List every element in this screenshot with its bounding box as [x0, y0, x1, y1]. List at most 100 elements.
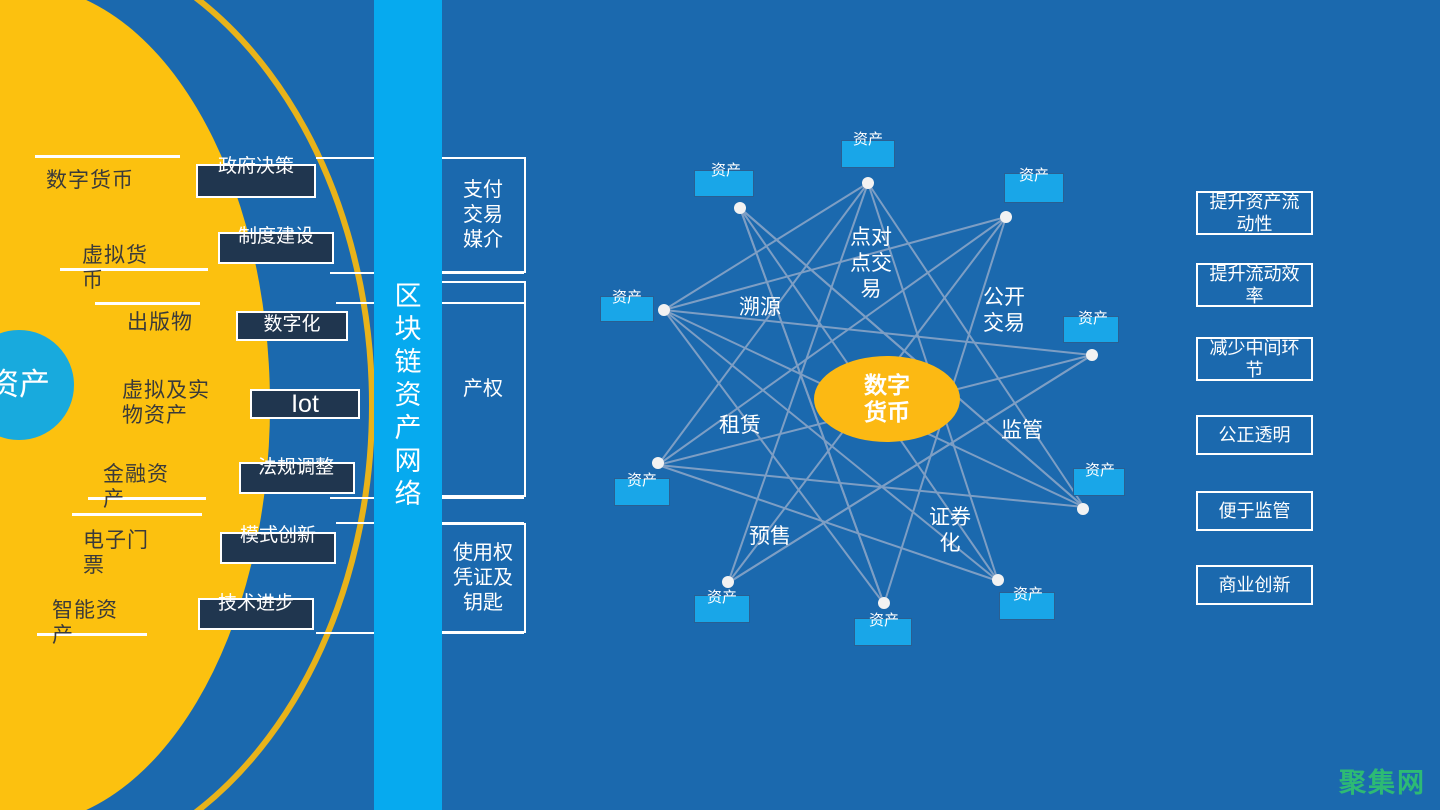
asset-rule-6: [37, 633, 147, 636]
asset-node-box-5[interactable]: [614, 478, 670, 506]
network-dot-4: [1086, 349, 1098, 361]
function-label-2: 使用权凭证及钥匙: [453, 541, 513, 614]
benefit-box-5[interactable]: 商业创新: [1196, 565, 1313, 605]
asset-node-box-6[interactable]: [1073, 468, 1125, 496]
benefit-box-3[interactable]: 公正透明: [1196, 415, 1313, 455]
driver-label-2: 数字化: [263, 314, 321, 335]
connector-mid-right-a: [442, 272, 524, 274]
driver-box-2[interactable]: [236, 311, 348, 341]
asset-node-label-7: 资产: [706, 589, 737, 606]
asset-node-label-6: 资产: [1084, 462, 1115, 479]
function-box-2[interactable]: 使用权凭证及钥匙: [442, 523, 526, 633]
network-dot-9: [992, 574, 1004, 586]
network-edges: [657, 182, 1093, 605]
connector-mid-left-c: [330, 497, 374, 499]
benefit-box-4[interactable]: 便于监管: [1196, 491, 1313, 531]
asset-node-box-2[interactable]: [1004, 173, 1064, 203]
driver-box-5[interactable]: [220, 532, 336, 564]
asset-label-5: 电子门票: [83, 529, 149, 577]
asset-circle: 资产: [0, 330, 74, 440]
driver-label-6: 技术进步: [218, 593, 295, 614]
asset-node-label-4: 资产: [1077, 310, 1108, 327]
asset-label-2: 出版物: [127, 311, 193, 334]
benefit-label-4: 便于监管: [1218, 501, 1291, 521]
asset-label-0: 数字货币: [46, 169, 134, 192]
network-dot-3: [658, 304, 670, 316]
driver-label-1: 制度建设: [238, 226, 315, 247]
connector-bottom-right: [442, 632, 524, 634]
network-edge-label-5: 预售: [749, 525, 791, 548]
asset-circle-label: 资产: [0, 367, 50, 402]
network-edge-label-4: 监管: [1001, 419, 1043, 442]
asset-node-label-0: 资产: [852, 131, 883, 148]
network-edge-label-1: 溯源: [739, 296, 781, 319]
network-dot-1: [734, 202, 746, 214]
connector-mid-right-b: [442, 302, 524, 304]
asset-rule-5: [72, 513, 202, 516]
network-dot-6: [1077, 503, 1089, 515]
asset-node-label-3: 资产: [611, 289, 642, 306]
network-dot-7: [722, 576, 734, 588]
digital-currency-label: 数字货币: [864, 372, 910, 425]
asset-label-6: 智能资产: [52, 599, 118, 647]
connector-mid-left-b: [336, 302, 374, 304]
function-label-1: 产权: [463, 377, 503, 400]
driver-label-4: 法规调整: [258, 457, 335, 478]
connector-mid-left-d: [336, 522, 374, 524]
asset-node-box-4[interactable]: [1063, 316, 1119, 343]
asset-node-label-5: 资产: [626, 472, 657, 489]
network-dot-5: [652, 457, 664, 469]
asset-label-3: 虚拟及实物资产: [122, 379, 210, 427]
driver-label-3: Iot: [291, 390, 319, 418]
asset-node-label-8: 资产: [868, 612, 899, 629]
driver-box-0[interactable]: [196, 164, 316, 198]
connector-top-left: [316, 157, 374, 159]
asset-rule-4: [88, 497, 206, 500]
benefit-label-2: 减少中间环节: [1209, 338, 1300, 380]
asset-node-box-3[interactable]: [600, 296, 654, 322]
connector-mid-left-a: [330, 272, 374, 274]
benefit-label-0: 提升资产流动性: [1209, 192, 1300, 234]
benefit-label-5: 商业创新: [1218, 575, 1291, 595]
connector-mid-right-c: [442, 497, 524, 499]
driver-box-6[interactable]: [198, 598, 314, 630]
asset-label-1: 虚拟货币: [82, 244, 148, 292]
network-edge-label-2: 公开交易: [983, 286, 1025, 335]
network-dot-0: [862, 177, 874, 189]
network-edge-label-6: 证券化: [929, 506, 971, 555]
asset-rule-2: [95, 302, 200, 305]
benefit-box-2[interactable]: 减少中间环节: [1196, 337, 1313, 381]
network-dot-2: [1000, 211, 1012, 223]
asset-node-box-8[interactable]: [854, 618, 912, 646]
asset-rule-0: [35, 155, 180, 158]
asset-node-box-7[interactable]: [694, 595, 750, 623]
benefit-box-0[interactable]: 提升资产流动性: [1196, 191, 1313, 235]
connector-bottom-left: [316, 632, 374, 634]
function-box-1[interactable]: 产权: [442, 281, 526, 497]
asset-node-box-1[interactable]: [694, 170, 754, 197]
watermark: 聚集网: [1339, 768, 1426, 798]
asset-node-box-9[interactable]: [999, 592, 1055, 620]
blockchain-network-bar: [374, 0, 442, 810]
network-edge-label-3: 租赁: [719, 414, 761, 437]
asset-node-label-1: 资产: [710, 162, 741, 179]
asset-node-label-2: 资产: [1018, 167, 1049, 184]
benefit-box-1[interactable]: 提升流动效率: [1196, 263, 1313, 307]
asset-rule-1: [60, 268, 208, 271]
driver-label-5: 模式创新: [240, 525, 317, 546]
asset-label-4: 金融资产: [103, 463, 169, 511]
benefit-label-1: 提升流动效率: [1209, 264, 1300, 306]
network-edge-label-0: 点对点交易: [850, 226, 892, 301]
driver-box-1[interactable]: [218, 232, 334, 264]
blockchain-network-title: 区块链资产网络: [394, 281, 422, 509]
asset-node-label-9: 资产: [1012, 586, 1043, 603]
digital-currency-center[interactable]: 数字货币: [814, 356, 960, 442]
driver-label-0: 政府决策: [218, 156, 295, 177]
benefit-label-3: 公正透明: [1218, 425, 1291, 445]
driver-box-4[interactable]: [239, 462, 355, 494]
network-dot-8: [878, 597, 890, 609]
driver-box-3[interactable]: [250, 389, 360, 419]
function-label-0: 支付交易媒介: [463, 178, 503, 251]
function-box-0[interactable]: 支付交易媒介: [442, 157, 526, 273]
asset-node-box-0[interactable]: [841, 140, 895, 168]
